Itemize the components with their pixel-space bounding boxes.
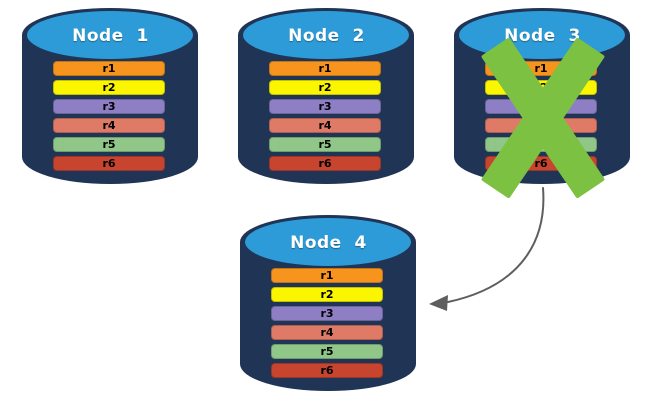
failover-arrowhead-icon xyxy=(429,295,448,311)
replica-row-r3: r3 xyxy=(53,99,165,114)
replica-row-r6: r6 xyxy=(271,363,383,378)
replica-row-r1: r1 xyxy=(271,268,383,283)
node-3: Node 3 r1 r2 r3 r4 r5 r6 xyxy=(452,5,633,199)
replica-rows: r1 r2 r3 r4 r5 r6 xyxy=(53,61,165,175)
node-title: Node 3 xyxy=(504,26,581,46)
replica-rows: r1 r2 r3 r4 r5 r6 xyxy=(271,268,383,382)
replica-row-r3: r3 xyxy=(485,99,597,114)
cylinder-top-face xyxy=(243,11,409,59)
node-2: Node 2 r1 r2 r3 r4 r5 r6 xyxy=(236,5,417,187)
replica-row-r2: r2 xyxy=(53,80,165,95)
replica-row-r3: r3 xyxy=(271,306,383,321)
replica-row-r1: r1 xyxy=(53,61,165,76)
replica-row-r2: r2 xyxy=(485,80,597,95)
replica-rows: r1 r2 r3 r4 r5 r6 xyxy=(485,61,597,175)
replica-row-r6: r6 xyxy=(485,156,597,171)
cylinder-top-face xyxy=(245,218,411,266)
replica-row-r6: r6 xyxy=(53,156,165,171)
replica-row-r6: r6 xyxy=(269,156,381,171)
replica-row-r3: r3 xyxy=(269,99,381,114)
replica-row-r2: r2 xyxy=(269,80,381,95)
node-title: Node 4 xyxy=(290,233,367,253)
replica-row-r5: r5 xyxy=(269,137,381,152)
replica-row-r5: r5 xyxy=(53,137,165,152)
node-title: Node 1 xyxy=(72,26,149,46)
node-title: Node 2 xyxy=(288,26,365,46)
cylinder-top-face xyxy=(27,11,193,59)
replica-row-r1: r1 xyxy=(269,61,381,76)
replica-row-r4: r4 xyxy=(271,325,383,340)
replica-rows: r1 r2 r3 r4 r5 r6 xyxy=(269,61,381,175)
replica-row-r4: r4 xyxy=(269,118,381,133)
replica-row-r5: r5 xyxy=(271,344,383,359)
node-1: Node 1 r1 r2 r3 r4 r5 r6 xyxy=(20,5,201,187)
node-4: Node 4 r1 r2 r3 r4 r5 r6 xyxy=(238,212,419,394)
replica-row-r1: r1 xyxy=(485,61,597,76)
replica-row-r4: r4 xyxy=(53,118,165,133)
replica-row-r5: r5 xyxy=(485,137,597,152)
failover-arrow-line xyxy=(447,187,545,303)
replica-row-r4: r4 xyxy=(485,118,597,133)
replica-row-r2: r2 xyxy=(271,287,383,302)
